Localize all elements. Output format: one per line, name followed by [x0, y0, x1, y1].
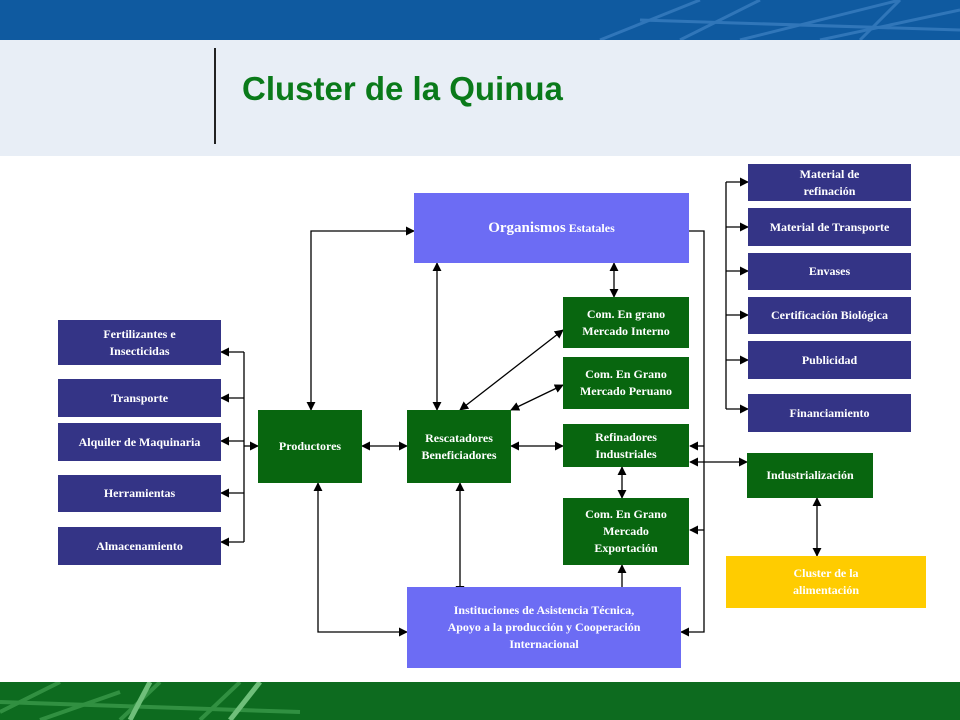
bottom-banner — [0, 682, 960, 720]
box-material-transporte-label: Material de Transporte — [769, 219, 890, 234]
box-certificacion-biologica: Certificación Biológica — [748, 297, 911, 334]
box-envases: Envases — [748, 253, 911, 290]
title-band — [0, 40, 960, 156]
box-com-mercado-peruano: Com. En Grano Mercado Peruano — [563, 357, 689, 409]
box-almacenamiento: Almacenamiento — [58, 527, 221, 565]
page-title: Cluster de la Quinua — [242, 70, 563, 107]
box-publicidad-label: Publicidad — [801, 352, 858, 367]
box-herramientas-label: Herramientas — [103, 486, 176, 500]
box-refinadores: Refinadores Industriales — [563, 424, 689, 467]
banner-pattern — [599, 0, 960, 40]
box-instituciones: Instituciones de Asistencia Técnica, Apo… — [407, 587, 681, 668]
box-industrializacion-label: Industrialización — [766, 468, 854, 482]
organismos-sub-label: Estatales — [568, 220, 615, 235]
box-rescatadores: Rescatadores Beneficiadores — [407, 410, 511, 483]
box-fertilizantes-label: Fertilizantes e Insecticidas — [103, 326, 176, 358]
box-cluster-alimentacion-label: Cluster de la alimentación — [793, 566, 859, 597]
organismos-main-label: Organismos — [488, 219, 566, 236]
box-productores: Productores — [258, 410, 362, 483]
box-productores-label: Productores — [278, 439, 342, 453]
box-alquiler-maquinaria: Alquiler de Maquinaria — [58, 423, 221, 461]
box-com-exportacion: Com. En Grano Mercado Exportación — [563, 498, 689, 565]
box-cluster-alimentacion: Cluster de la alimentación — [726, 556, 926, 608]
box-refinadores-label: Refinadores Industriales — [595, 429, 657, 461]
box-publicidad: Publicidad — [748, 341, 911, 379]
box-material-transporte: Material de Transporte — [748, 208, 911, 246]
box-material-refinacion: Material de refinación — [748, 164, 911, 201]
box-transporte: Transporte — [58, 379, 221, 417]
box-com-mercado-interno: Com. En grano Mercado Interno — [563, 297, 689, 348]
box-instituciones-label: Instituciones de Asistencia Técnica, Apo… — [447, 603, 641, 651]
box-herramientas: Herramientas — [58, 475, 221, 512]
box-envases-label: Envases — [808, 264, 851, 278]
top-banner — [0, 0, 960, 40]
box-rescatadores-label: Rescatadores Beneficiadores — [421, 430, 497, 462]
box-com-interno-label: Com. En grano Mercado Interno — [582, 306, 670, 338]
box-com-exportacion-label: Com. En Grano Mercado Exportación — [585, 507, 667, 555]
box-certificacion-label: Certificación Biológica — [771, 308, 888, 322]
box-organismos-estatales: Organismos Estatales — [414, 193, 689, 263]
box-almacenamiento-label: Almacenamiento — [96, 538, 183, 553]
title-divider — [214, 48, 216, 144]
box-financiamiento-label: Financiamiento — [789, 405, 870, 420]
box-industrializacion: Industrialización — [747, 453, 873, 498]
box-transporte-label: Transporte — [110, 390, 169, 405]
box-financiamiento: Financiamiento — [748, 394, 911, 432]
box-material-refinacion-label: Material de refinación — [799, 166, 860, 198]
box-com-peruano-label: Com. En Grano Mercado Peruano — [579, 367, 673, 398]
box-alquiler-label: Alquiler de Maquinaria — [78, 434, 201, 449]
banner-pattern-bottom — [0, 682, 301, 720]
box-fertilizantes: Fertilizantes e Insecticidas — [58, 320, 221, 365]
